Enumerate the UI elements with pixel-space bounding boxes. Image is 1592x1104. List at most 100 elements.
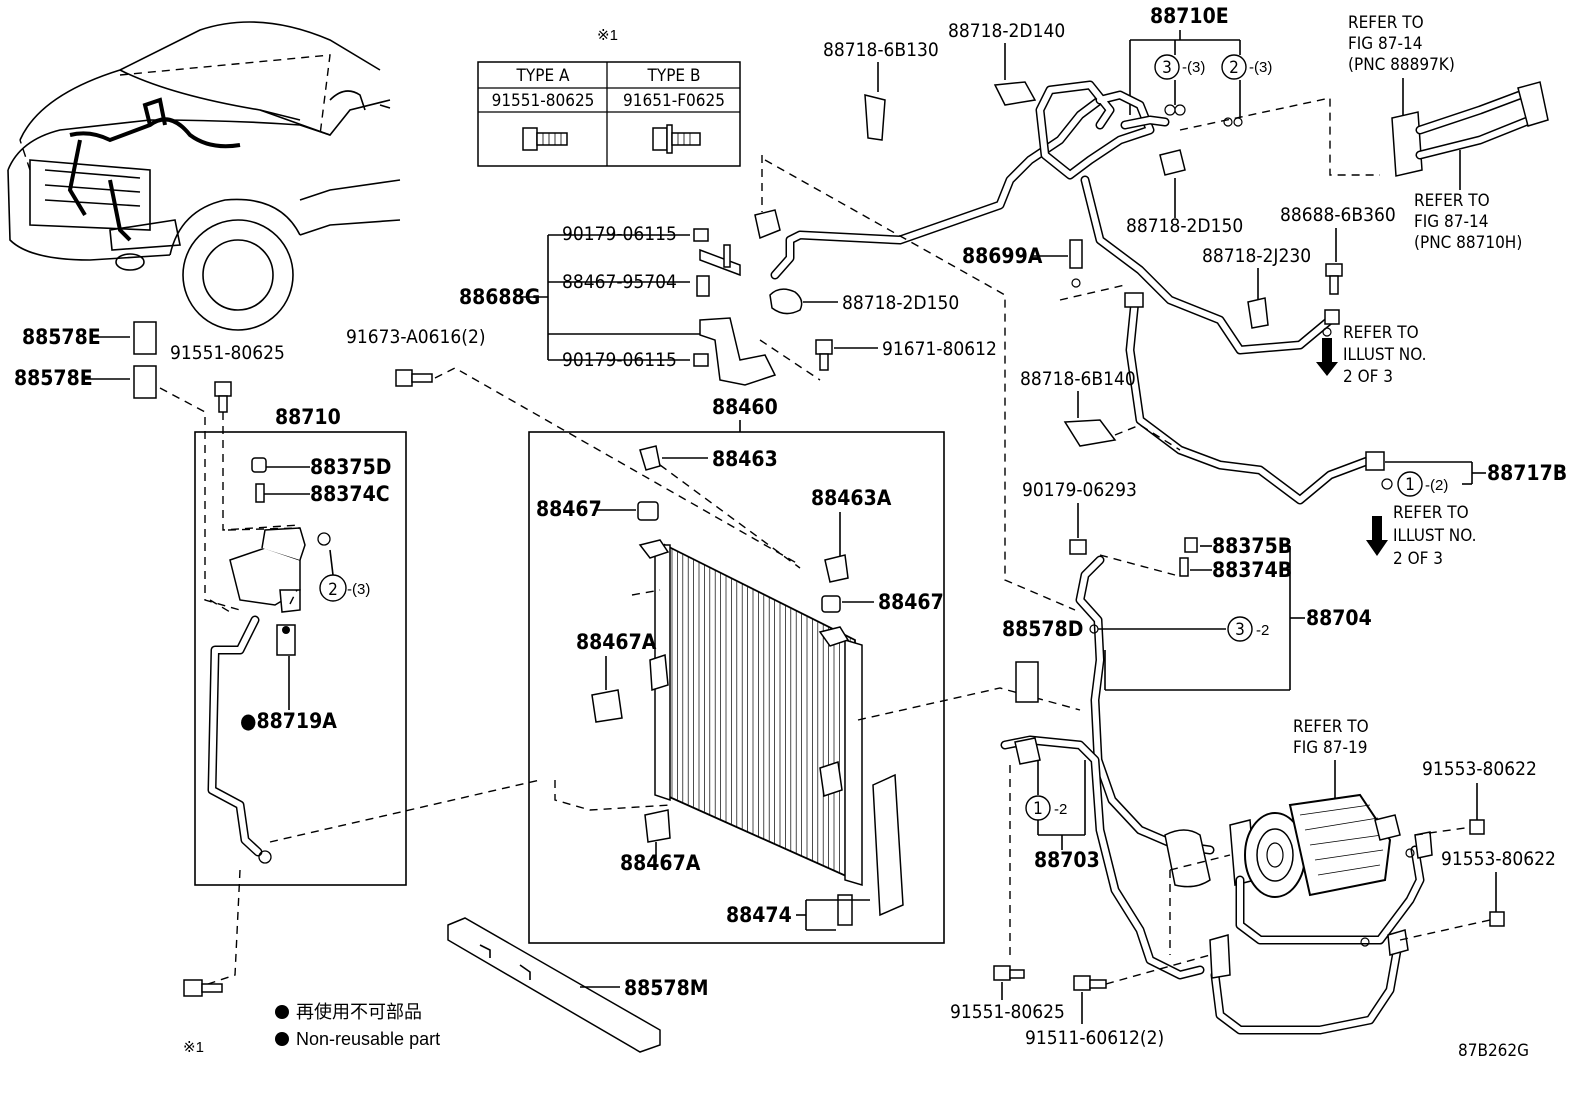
- non-reusable-dot-icon-2: [275, 1032, 289, 1046]
- part-88578M-group: 88578M: [447, 917, 709, 1053]
- ref-b-line1: REFER TO: [1414, 191, 1490, 211]
- part-91553-80622-a: 91553-80622: [1422, 758, 1537, 780]
- illust-b-line3: 2 OF 3: [1393, 549, 1443, 569]
- illust-b-line2: ILLUST NO.: [1393, 526, 1476, 546]
- circle-2-left: 2: [328, 580, 338, 600]
- bolt-91553-80622-a: 91553-80622: [1422, 758, 1537, 835]
- part-90179-06293: 90179-06293: [1022, 479, 1137, 501]
- part-88375B: 88375B: [1212, 534, 1292, 558]
- part-88718-2D140: 88718-2D140: [948, 20, 1065, 42]
- table-type-b-part: 91651-F0625: [623, 91, 725, 111]
- ref-a-line3: (PNC 88897K): [1348, 55, 1455, 75]
- part-91551-80625-a: 91551-80625: [170, 342, 285, 364]
- circle-2-left-qty: -(3): [347, 581, 370, 598]
- group-88710: 88710 88375D 88374C 2 -(3) ●88719A: [194, 405, 407, 886]
- part-88699A: 88699A: [962, 244, 1043, 268]
- part-91511-60612: 91511-60612(2): [1025, 1027, 1164, 1049]
- part-88463A: 88463A: [811, 486, 892, 510]
- bracket-88578E-1-icon: [133, 321, 157, 355]
- part-88688-6B360: 88688-6B360: [1280, 204, 1396, 226]
- group-88460: 88460 88463 88467 88463A 88467 88467A: [269, 395, 1081, 944]
- refer-illust-b: REFER TO ILLUST NO. 2 OF 3: [1366, 503, 1476, 569]
- part-88578M: 88578M: [624, 976, 709, 1000]
- illust-b-line1: REFER TO: [1393, 503, 1469, 523]
- expansion-valve-icon: [1391, 81, 1549, 177]
- table-header-type-a: TYPE A: [516, 66, 570, 86]
- down-arrow-icon-b: [1366, 516, 1388, 556]
- nut-90179-06293: 90179-06293: [1022, 479, 1137, 555]
- part-88718-6B130: 88718-6B130: [823, 39, 939, 61]
- clamp-88718-6B140: 88718-6B140: [1020, 368, 1181, 451]
- part-91673-A0616: 91673-A0616(2): [346, 326, 486, 348]
- part-88467A-b: 88467A: [620, 851, 701, 875]
- part-88374B: 88374B: [1212, 558, 1292, 582]
- bolt-91553-80622-b: 91553-80622: [1441, 848, 1556, 927]
- bolt-88688-6B360: 88688-6B360: [1280, 204, 1396, 295]
- valve-core-88374C-icon: [255, 483, 265, 503]
- table-type-a-part: 91551-80625: [492, 91, 595, 111]
- vehicle-illustration: [7, 21, 401, 331]
- valve-cap-88375D-icon: [251, 457, 267, 473]
- group-88710E: 88710E 3 -(3) 2 -(3): [1129, 4, 1380, 176]
- legend-en: Non-reusable part: [296, 1029, 440, 1049]
- circle-3-mid-qty: -2: [1256, 622, 1269, 639]
- legend-jp: 再使用不可部品: [296, 1002, 422, 1022]
- part-88578D-group: 88578D: [1002, 617, 1083, 703]
- ref-b-line3: (PNC 88710H): [1414, 233, 1522, 253]
- group-88717B: 1 -(2) 88717B: [1381, 461, 1567, 497]
- part-88719A: ●88719A: [240, 709, 337, 733]
- part-88463: 88463: [712, 447, 778, 471]
- ref-fig-87-19-line2: FIG 87-19: [1293, 738, 1367, 758]
- ref-a-line1: REFER TO: [1348, 13, 1424, 33]
- tubes-top-right: [1035, 80, 1385, 505]
- table-header-type-b: TYPE B: [647, 66, 701, 86]
- ref-b-line2: FIG 87-14: [1414, 212, 1488, 232]
- part-88710E: 88710E: [1150, 4, 1229, 28]
- bolt-91511-60612: 91511-60612(2): [1025, 954, 1211, 1049]
- bolt-type-a-icon: [522, 127, 568, 151]
- part-88467-b: 88467: [878, 590, 944, 614]
- part-88578E-2: 88578E: [14, 366, 93, 390]
- illust-a-line3: 2 OF 3: [1343, 367, 1393, 387]
- clamp-88718-2D150-b: 88718-2D150: [1126, 149, 1243, 237]
- part-88374C: 88374C: [310, 482, 390, 506]
- group-88703: 1 -2 88703: [1000, 735, 1205, 980]
- ref-fig-87-19-line1: REFER TO: [1293, 717, 1369, 737]
- part-88460: 88460: [712, 395, 778, 419]
- part-88718-2D150-b: 88718-2D150: [1126, 215, 1243, 237]
- circle-2-top: 2: [1229, 58, 1239, 78]
- part-91671-80612: 91671-80612: [882, 338, 997, 360]
- part-88375D: 88375D: [310, 455, 391, 479]
- clamp-88718-2D140: 88718-2D140: [948, 20, 1065, 106]
- part-88474: 88474: [726, 903, 792, 927]
- circle-1-low-qty: -2: [1054, 801, 1067, 818]
- bolt-ref-mark-1: ※1: [183, 869, 241, 1056]
- group-88704: 88375B 88374B 88704 3 -2: [1075, 534, 1372, 855]
- legend: 再使用不可部品 Non-reusable part: [275, 1002, 440, 1049]
- legend-ref-mark: ※1: [183, 1039, 204, 1056]
- illust-a-line2: ILLUST NO.: [1343, 345, 1426, 365]
- part-88718-2J230: 88718-2J230: [1202, 245, 1311, 267]
- circle-1-low: 1: [1033, 799, 1043, 819]
- part-88578E-group: 88578E 88578E: [14, 321, 241, 611]
- bolt-91673: 91673-A0616(2): [346, 326, 801, 566]
- part-91551-80625-b: 91551-80625: [950, 1001, 1065, 1023]
- part-91553-80622-b: 91553-80622: [1441, 848, 1556, 870]
- part-88578D: 88578D: [1002, 617, 1083, 641]
- non-reusable-dot-icon: [275, 1005, 289, 1019]
- part-88704: 88704: [1306, 606, 1372, 630]
- circle-2-top-qty: -(3): [1249, 59, 1272, 76]
- part-88717B: 88717B: [1487, 461, 1567, 485]
- ref-a-line2: FIG 87-14: [1348, 34, 1422, 54]
- part-88718-2D150-a: 88718-2D150: [842, 292, 959, 314]
- clamp-88718-6B130: 88718-6B130: [823, 39, 939, 141]
- clamp-88718-2J230: 88718-2J230: [1202, 245, 1311, 329]
- part-88467-95704: 88467-95704: [562, 271, 677, 293]
- down-arrow-icon-a: [1316, 338, 1338, 376]
- clamp-88718-2D150-a: 88718-2D150: [769, 288, 959, 315]
- refer-fig-87-14-b: REFER TO FIG 87-14 (PNC 88710H): [1414, 150, 1522, 253]
- bolt-91671: 91671-80612: [759, 338, 997, 381]
- table-ref-mark: ※1: [597, 27, 618, 44]
- group-88688G: 88688G 90179-06115 88467-95704 90179-061…: [459, 223, 777, 386]
